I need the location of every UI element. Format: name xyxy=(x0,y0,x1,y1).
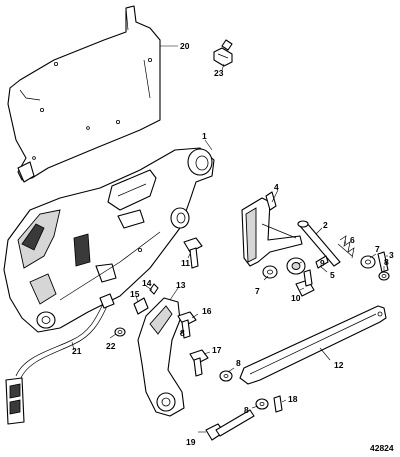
parts-lower-washer-pin xyxy=(255,395,283,413)
callout-10: 10 xyxy=(291,293,301,303)
callout-labels: 20 23 1 4 2 3 6 7 8 9 5 7 10 11 14 13 15… xyxy=(72,41,394,453)
part-19-bolt xyxy=(205,409,255,441)
part-9-bushing xyxy=(286,257,306,275)
part-13-lever xyxy=(137,297,185,417)
figure-number: 42824 xyxy=(370,443,394,453)
part-5-cotter xyxy=(315,255,329,269)
callout-12: 12 xyxy=(334,360,344,370)
callout-3: 3 xyxy=(389,250,394,260)
callout-8-mid: 8 xyxy=(180,328,185,338)
callout-8-lowmid: 8 xyxy=(236,358,241,368)
washers-7-8 xyxy=(262,255,390,281)
callout-23: 23 xyxy=(214,68,224,78)
part-2-shaft xyxy=(297,220,341,267)
callout-8-upper: 8 xyxy=(384,257,389,267)
callout-20: 20 xyxy=(180,41,190,51)
part-11-bolt xyxy=(183,237,203,269)
callout-7-lower: 7 xyxy=(255,286,260,296)
part-3-cotter xyxy=(377,251,389,273)
callout-16: 16 xyxy=(202,306,212,316)
callout-22: 22 xyxy=(106,341,116,351)
part-10-bolt xyxy=(295,269,315,297)
callout-4: 4 xyxy=(274,182,279,192)
part-4-lever-bracket xyxy=(241,191,303,267)
part-6-spring xyxy=(337,235,355,259)
callout-1: 1 xyxy=(202,131,207,141)
callout-5: 5 xyxy=(330,270,335,280)
callout-8-bottom: 8 xyxy=(244,405,249,415)
part-23-screw xyxy=(213,39,233,67)
callout-9: 9 xyxy=(320,258,325,268)
callout-14: 14 xyxy=(142,278,152,288)
callout-2: 2 xyxy=(323,220,328,230)
callout-15: 15 xyxy=(130,289,140,299)
part-21-harness xyxy=(5,293,115,425)
leader-lines xyxy=(71,45,388,433)
callout-18: 18 xyxy=(288,394,298,404)
callout-21: 21 xyxy=(72,346,82,356)
callout-19: 19 xyxy=(186,437,196,447)
callout-7-upper: 7 xyxy=(375,244,380,254)
part-1-housing xyxy=(3,147,215,333)
callout-17: 17 xyxy=(212,345,222,355)
callout-13: 13 xyxy=(176,280,186,290)
callout-11: 11 xyxy=(181,258,190,268)
callout-6: 6 xyxy=(350,235,355,245)
parts-small-hardware xyxy=(114,283,233,382)
part-12-link-rod xyxy=(239,305,387,385)
part-20-bracket xyxy=(7,5,161,183)
